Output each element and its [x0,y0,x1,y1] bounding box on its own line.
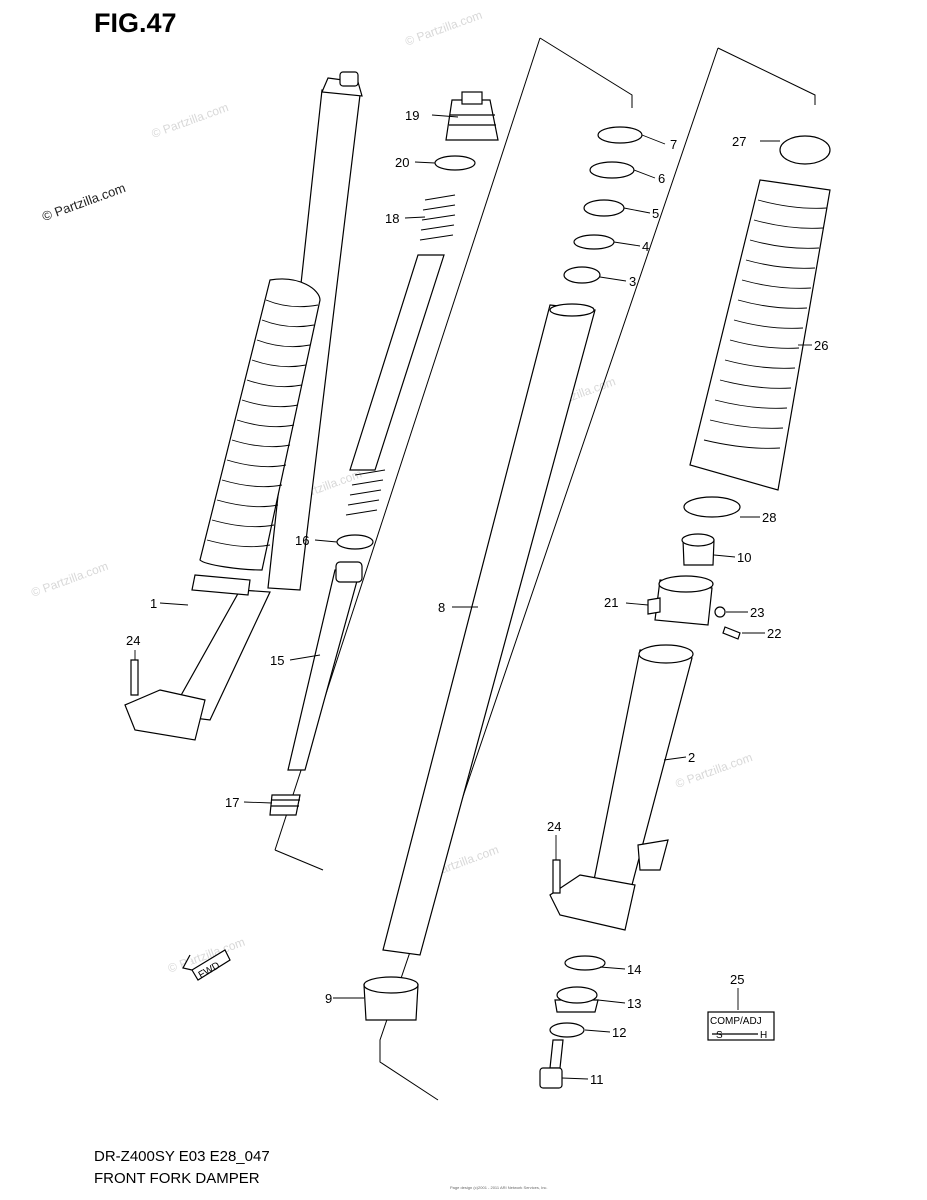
part-8-inner-tube [382,303,596,956]
part-25-adjuster-label [707,1011,775,1041]
adjuster-label-right: H [760,1030,767,1041]
part-7-seal [597,126,643,144]
callout-23: 23 [750,605,764,620]
callout-19: 19 [405,108,419,123]
part-11-adjuster [539,1039,564,1089]
callout-28: 28 [762,510,776,525]
callout-10: 10 [737,550,751,565]
part-6-clip [589,161,635,179]
callout-9: 9 [325,991,332,1006]
callout-6: 6 [658,171,665,186]
callout-3: 3 [629,274,636,289]
callout-8: 8 [438,600,445,615]
callout-20: 20 [395,155,409,170]
fine-print: Page design (c)2001 - 2011 ARI Network S… [450,1185,548,1190]
callout-24: 24 [547,819,561,834]
callout-16: 16 [295,533,309,548]
part-23-washer [714,606,726,618]
callout-12: 12 [612,1025,626,1040]
fwd-arrow-icon [182,949,231,981]
part-19-fork-cap [445,91,499,141]
callout-26: 26 [814,338,828,353]
part-5-bushing [583,199,625,217]
callout-1: 1 [150,596,157,611]
callout-22: 22 [767,626,781,641]
watermark-text: © Partzilla.com [673,750,754,791]
part-13-cap [554,986,599,1013]
part-18-lower-spring [345,469,386,516]
callout-27: 27 [732,134,746,149]
part-21-holder [647,575,714,626]
part-17-spring [269,794,301,816]
callout-25: 25 [730,972,744,987]
part-24-bolt-right [552,859,561,894]
part-9-bushing [363,976,419,1021]
adjuster-label-left: S [716,1030,723,1041]
part-2-outer-tube [549,644,694,931]
callout-21: 21 [604,595,618,610]
part-1-boot-ribs [206,299,319,548]
figure-title: FIG.47 [94,8,177,38]
part-18-rod [349,254,445,471]
part-16-o-ring [336,534,374,550]
callout-17: 17 [225,795,239,810]
part-24-bolt-left [130,659,139,696]
part-22-bolt [722,626,741,640]
watermark-text: © Partzilla.com [29,559,110,600]
part-28-clamp [683,496,741,518]
diagram-caption: FRONT FORK DAMPER [94,1170,260,1187]
part-3-bushing [563,266,601,284]
callout-5: 5 [652,206,659,221]
callout-18: 18 [385,211,399,226]
callout-7: 7 [670,137,677,152]
callout-2: 2 [688,750,695,765]
part-20-o-ring [434,155,476,171]
callout-24: 24 [126,633,140,648]
callout-14: 14 [627,962,641,977]
part-18-spring [419,194,456,241]
adjuster-label-top: COMP/ADJ [710,1016,762,1027]
part-10-bushing [681,533,715,566]
part-14-o-ring [564,955,606,971]
watermark-text: © Partzilla.com [150,100,231,141]
callout-13: 13 [627,996,641,1011]
part-1-fork-assembly [124,71,363,741]
part-15-damper-rod [287,561,363,771]
leader-lines [134,114,812,1080]
part-26-fork-boot [689,179,831,491]
part-27-clamp [779,135,831,165]
model-code: DR-Z400SY E03 E28_047 [94,1148,270,1165]
callout-4: 4 [642,239,649,254]
callout-11: 11 [590,1072,604,1087]
part-4-ring [573,234,615,250]
part-12-o-ring [549,1022,585,1038]
watermark-text: © Partzilla.com [403,8,484,49]
callout-15: 15 [270,653,284,668]
